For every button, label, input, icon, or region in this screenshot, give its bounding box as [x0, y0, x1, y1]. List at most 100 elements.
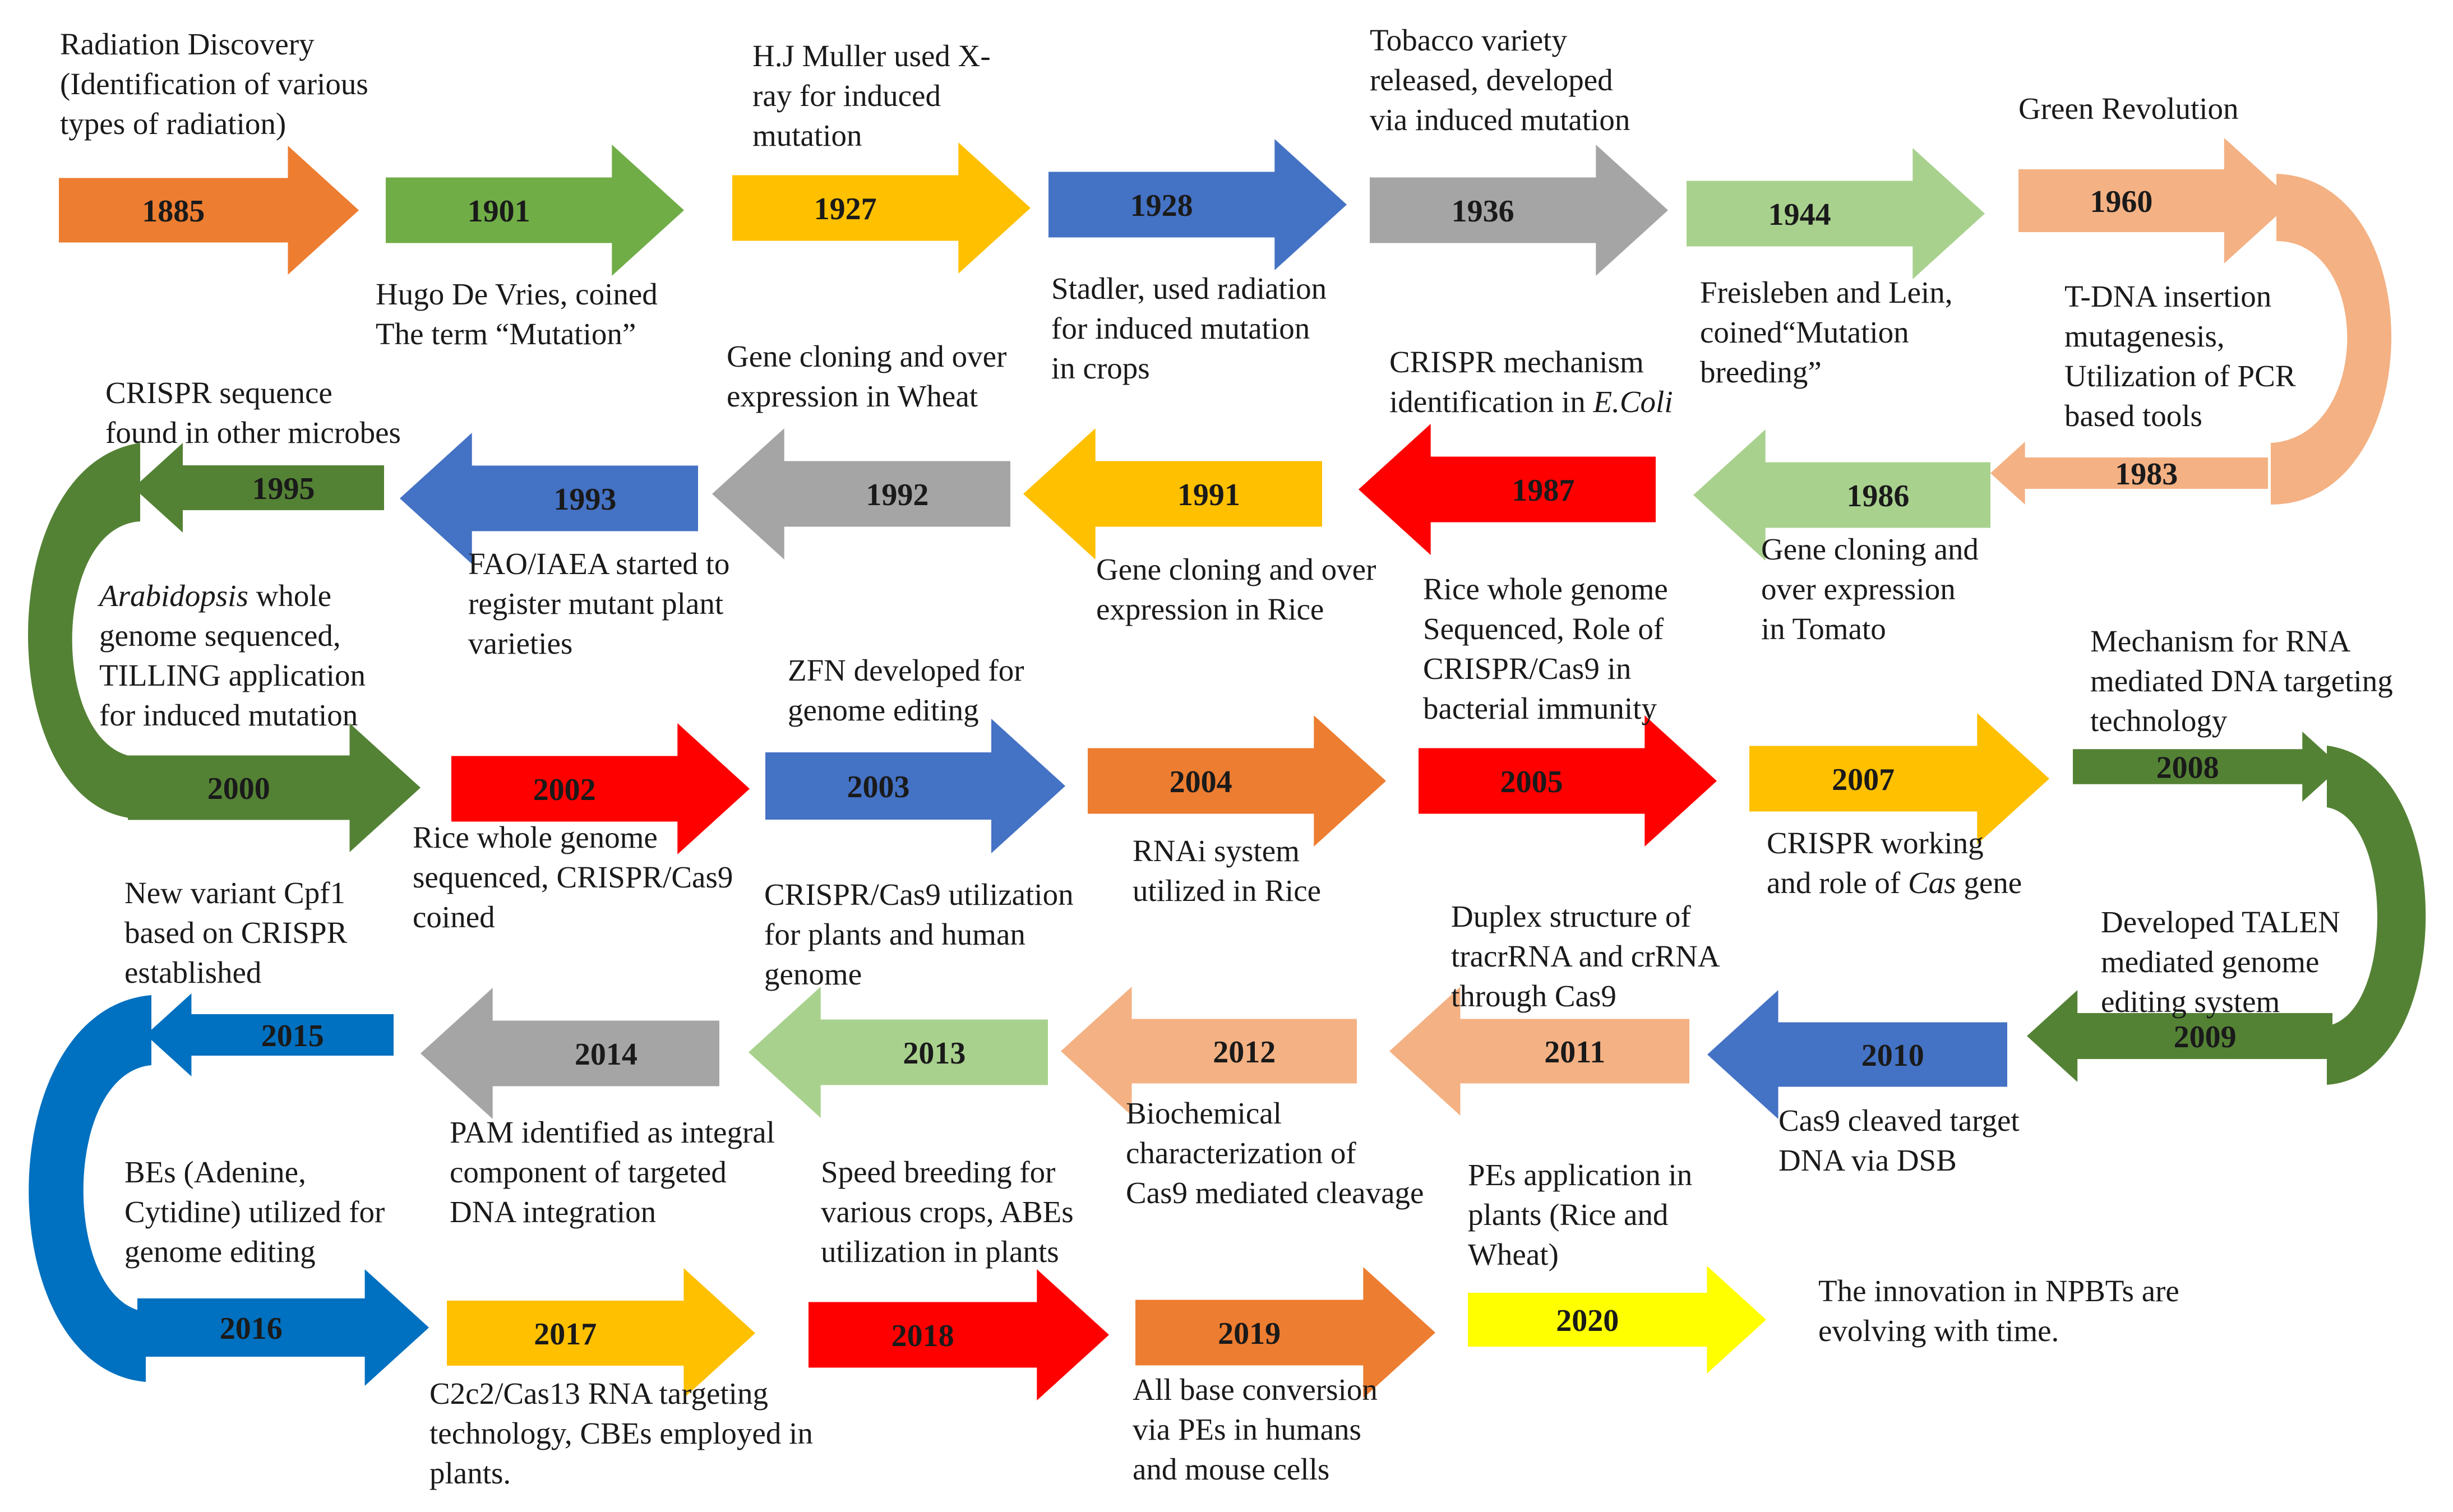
year-label-2017: 2017: [534, 1317, 597, 1352]
desc-2008: Mechanism for RNA mediated DNA targeting…: [2090, 624, 2393, 738]
year-label-1993: 1993: [553, 482, 616, 517]
connector-curve-1995-2000: [28, 443, 140, 819]
desc-1987-text: CRISPR mechanism identification in: [1389, 345, 1644, 419]
desc-2002: Rice whole genome sequenced, CRISPR/Cas9…: [413, 820, 733, 934]
arrow-1928: [1048, 139, 1347, 270]
year-label-2011: 2011: [1544, 1035, 1605, 1070]
year-label-2016: 2016: [220, 1311, 283, 1346]
desc-2017: C2c2/Cas13 RNA targeting technology, CBE…: [429, 1376, 813, 1490]
desc-2000-text: whole genome sequenced, TILLING applicat…: [99, 579, 366, 732]
connector-curve-2015-2016: [29, 995, 151, 1382]
desc-2000-italic: Arabidopsis: [99, 579, 248, 613]
arrow-1983: [1990, 442, 2268, 505]
year-label-2019: 2019: [1218, 1316, 1281, 1351]
year-label-1991: 1991: [1177, 478, 1240, 512]
desc-2016: BEs (Adenine, Cytidine) utilized for gen…: [124, 1155, 385, 1269]
arrow-2014: [421, 988, 719, 1119]
arrow-2017: [447, 1268, 755, 1398]
arrow-2016: [137, 1269, 429, 1386]
arrow-2002: [451, 723, 750, 854]
closing-note: The innovation in NPBTs are evolving wit…: [1818, 1274, 2179, 1348]
arrow-1901: [386, 145, 684, 276]
desc-1885: Radiation Discovery (Identification of v…: [60, 27, 368, 141]
desc-1928: Stadler, used radiation for induced muta…: [1051, 271, 1327, 385]
year-label-2009: 2009: [2174, 1020, 2237, 1055]
desc-2015: New variant Cpf1 based on CRISPR establi…: [124, 876, 348, 989]
year-label-2018: 2018: [891, 1319, 954, 1353]
connector-curve-1960-1983: [2271, 174, 2392, 505]
desc-1986: Gene cloning and over expression in Toma…: [1761, 532, 1979, 646]
desc-1991: Gene cloning and over expression in Rice: [1096, 552, 1376, 626]
desc-1987: CRISPR mechanism identification in E.Col…: [1389, 342, 1673, 422]
year-label-1928: 1928: [1130, 188, 1193, 223]
desc-2013: CRISPR/Cas9 utilization for plants and h…: [764, 877, 1074, 991]
desc-2007: CRISPR working and role of Cas gene: [1767, 823, 2022, 903]
desc-2004: RNAi system utilized in Rice: [1133, 834, 1322, 908]
arrow-2012: [1061, 987, 1357, 1116]
year-label-2004: 2004: [1170, 765, 1232, 799]
arrow-2018: [809, 1269, 1109, 1400]
year-label-2002: 2002: [533, 773, 596, 807]
year-label-2008: 2008: [2156, 751, 2219, 785]
arrow-1987: [1359, 424, 1656, 555]
year-label-2020: 2020: [1556, 1303, 1619, 1338]
desc-2012: Biochemical characterization of Cas9 med…: [1126, 1096, 1424, 1210]
desc-1987-italic: E.Coli: [1593, 385, 1673, 419]
arrow-2004: [1088, 715, 1386, 847]
arrow-1995: [133, 443, 384, 533]
desc-2014: PAM identified as integral component of …: [450, 1115, 775, 1229]
arrow-2013: [749, 987, 1048, 1118]
year-label-2010: 2010: [1861, 1038, 1924, 1073]
desc-2011: Duplex structure of tracrRNA and crRNA t…: [1451, 899, 1720, 1013]
desc-1944: Freisleben and Lein, coined“Mutation bre…: [1700, 275, 1953, 389]
arrow-2007: [1749, 713, 2049, 844]
year-label-2003: 2003: [847, 770, 910, 804]
arrow-2015: [146, 993, 394, 1076]
arrow-2019: [1135, 1267, 1435, 1398]
year-label-1992: 1992: [866, 478, 928, 512]
year-label-2013: 2013: [903, 1036, 966, 1071]
desc-2005: Rice whole genome Sequenced, Role of CRI…: [1423, 572, 1668, 725]
desc-2003: ZFN developed for genome editing: [788, 653, 1024, 727]
arrow-1927: [732, 142, 1031, 274]
arrow-1960: [2018, 138, 2293, 263]
desc-1936: Tobacco variety released, developed via …: [1370, 23, 1630, 137]
year-label-2005: 2005: [1500, 765, 1563, 799]
arrow-2010: [1707, 990, 2007, 1119]
year-label-1983: 1983: [2115, 457, 2178, 492]
desc-1983: T-DNA insertion mutagenesis, Utilization…: [2064, 279, 2296, 433]
year-label-2015: 2015: [261, 1019, 324, 1053]
desc-2020: PEs application in plants (Rice and Whea…: [1468, 1158, 1693, 1271]
desc-2000: Arabidopsis whole genome sequenced, TILL…: [99, 576, 366, 735]
desc-1901: Hugo De Vries, coined The term “Mutation…: [376, 277, 658, 351]
arrow-2003: [765, 719, 1065, 853]
year-label-1885: 1885: [142, 194, 205, 229]
desc-2018: Speed breeding for various crops, ABEs u…: [821, 1155, 1074, 1269]
desc-2019: All base conversion via PEs in humans an…: [1133, 1372, 1378, 1486]
desc-1960: Green Revolution: [2018, 91, 2239, 126]
year-label-2014: 2014: [575, 1037, 637, 1072]
arrow-2005: [1419, 715, 1717, 847]
desc-2010: Cas9 cleaved target DNA via DSB: [1778, 1103, 2020, 1177]
arrow-1885: [59, 146, 359, 275]
connector-curve-2008-2009: [2327, 746, 2426, 1085]
arrow-2009: [2027, 990, 2332, 1082]
year-label-2012: 2012: [1213, 1035, 1276, 1070]
arrow-2020: [1468, 1266, 1766, 1374]
year-label-1927: 1927: [814, 192, 877, 226]
desc-1993: FAO/IAEA started to register mutant plan…: [468, 547, 730, 660]
year-label-1987: 1987: [1512, 473, 1574, 508]
year-label-1944: 1944: [1768, 197, 1831, 232]
arrow-1944: [1687, 148, 1985, 279]
desc-2007-italic: Cas: [1908, 866, 1956, 900]
arrow-1993: [400, 433, 698, 564]
year-label-1901: 1901: [468, 194, 530, 229]
desc-2007-text: CRISPR working and role of: [1767, 826, 1984, 900]
arrow-2008: [2073, 732, 2341, 802]
arrow-1936: [1370, 145, 1668, 276]
year-label-2000: 2000: [207, 771, 270, 806]
year-label-1995: 1995: [252, 471, 315, 506]
desc-1927: H.J Muller used X- ray for induced mutat…: [752, 39, 991, 152]
